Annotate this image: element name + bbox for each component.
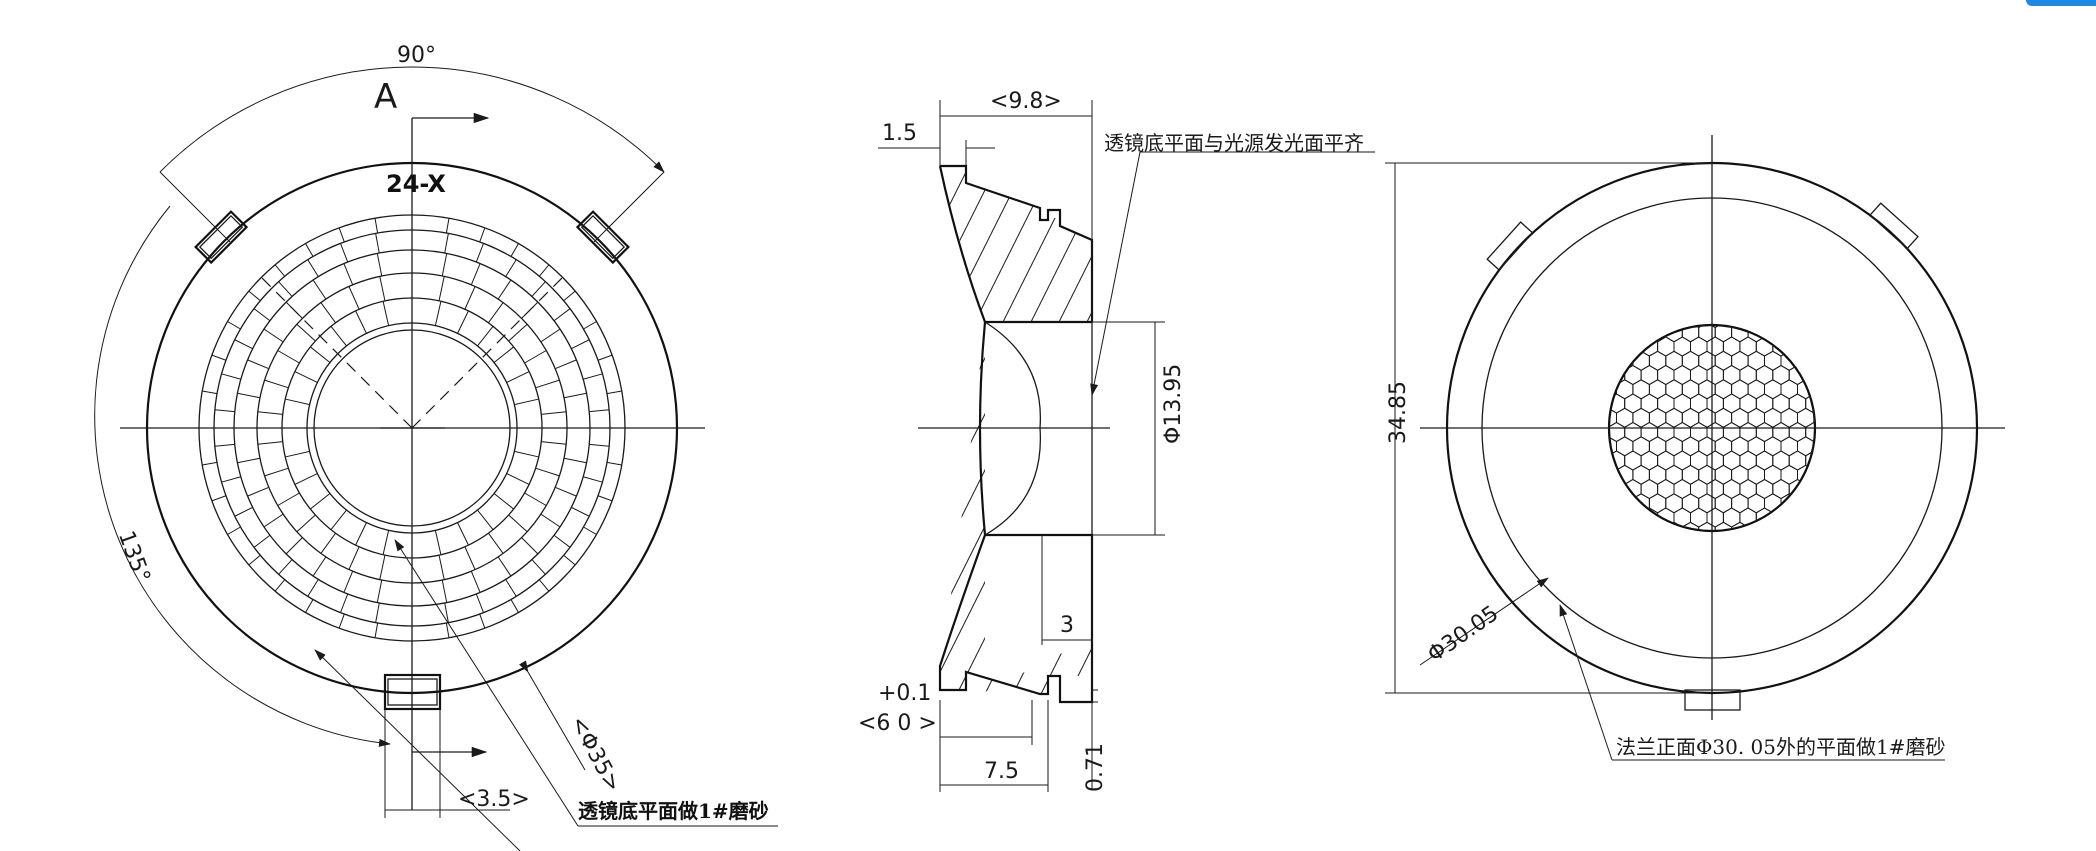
base-75-label: 7.5 [984,759,1019,784]
gap-071-label: 0.71 [1083,743,1108,792]
front-view: A 90° 135° 24-X <Φ35> <3.5> 透镜底平面做1#磨砂 [94,43,778,851]
flange-thickness-label: 1.5 [882,121,917,146]
front-note: 透镜底平面做1#磨砂 [578,799,769,823]
section-note: 透镜底平面与光源发光面平齐 [1104,131,1364,155]
honeycomb-texture [1609,325,1815,531]
angle-135-label: 135° [113,528,155,586]
height-3-label: 3 [1060,613,1074,638]
tab-width-label: <3.5> [458,787,530,812]
lens-diameter-label: Φ13.95 [1161,364,1186,444]
corner-accent [2026,0,2096,6]
angle-90-label: 90° [397,43,436,68]
overall-width-label: <9.8> [990,89,1062,114]
diameter-35-label: <Φ35> [565,712,626,796]
depth-6-label: <6 0 > [858,711,937,736]
rear-view: 34.85 Φ30.05 法兰正面Φ30. 05外的平面做1#磨砂 [1385,135,2005,761]
height-label: 34.85 [1386,381,1411,444]
rear-note: 法兰正面Φ30. 05外的平面做1#磨砂 [1616,735,1946,759]
tolerance-label: +0.1 [878,681,931,706]
section-mark: A [374,77,397,117]
diameter-30-label: Φ30.05 [1423,601,1503,668]
model-label: 24-X [386,170,446,198]
